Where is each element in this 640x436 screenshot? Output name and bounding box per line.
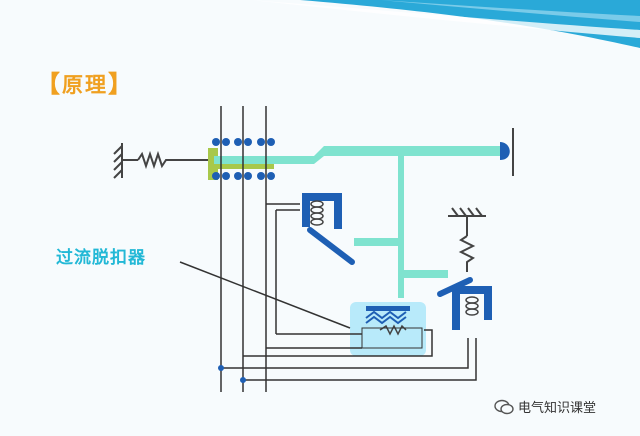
overcurrent-release-label: 过流脱扣器 <box>56 248 146 268</box>
main-catch-bar <box>208 146 500 180</box>
watermark-text: 电气知识课堂 <box>518 401 597 416</box>
wire-junctions <box>218 365 246 383</box>
overcurrent-release <box>350 302 426 356</box>
wechat-icon <box>494 399 514 414</box>
upper-release-coil <box>266 193 355 334</box>
link-arm-upper <box>354 238 398 246</box>
phase-lines <box>220 106 267 392</box>
main-contacts <box>212 138 275 180</box>
link-arm-lower <box>404 270 448 278</box>
vertical-link-bar <box>398 156 404 298</box>
control-wiring <box>179 261 477 381</box>
header-banner <box>250 0 640 48</box>
shunt-release <box>437 207 492 330</box>
right-pivot <box>500 128 514 176</box>
page-title: 【原理】 <box>36 69 134 98</box>
watermark: 电气知识课堂 <box>494 397 596 416</box>
tension-spring <box>137 150 208 170</box>
fixed-anchor <box>113 143 138 179</box>
